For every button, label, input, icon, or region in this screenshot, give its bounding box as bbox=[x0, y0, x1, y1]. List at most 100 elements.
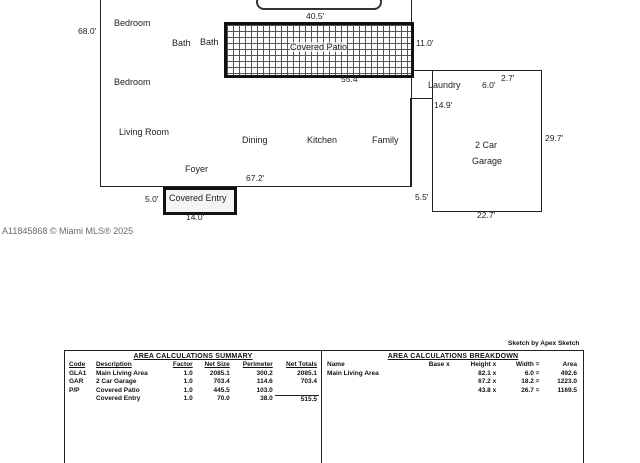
breakdown-section: AREA CALCULATIONS BREAKDOWN Name Base x … bbox=[325, 353, 581, 395]
breakdown-table: Name Base x Height x Width = Area Main L… bbox=[325, 361, 579, 395]
dimension-label: 6.0' bbox=[482, 80, 496, 90]
room-kitchen: Kitchen bbox=[307, 135, 338, 145]
table-cell bbox=[67, 395, 94, 404]
table-row: Covered Entry 1.0 70.0 38.0 515.5 bbox=[67, 394, 319, 404]
covered-entry-area bbox=[163, 187, 237, 215]
panel-divider bbox=[321, 351, 322, 463]
table-cell: Main Living Area bbox=[327, 369, 379, 377]
room-bedroom-2: Bedroom bbox=[114, 77, 151, 87]
summary-header: Net Totals bbox=[286, 361, 317, 368]
table-cell: GAR bbox=[69, 378, 84, 385]
dimension-label: 5.0' bbox=[145, 194, 159, 204]
room-foyer: Foyer bbox=[185, 164, 209, 174]
summary-header: Net Size bbox=[204, 361, 230, 368]
table-cell: 1.0 bbox=[183, 386, 193, 394]
table-cell: Main Living Area bbox=[95, 369, 148, 377]
table-cell: 6.0 = bbox=[524, 369, 540, 377]
breakdown-header: Area bbox=[562, 361, 577, 368]
table-row: Main Living Area 82.1 x 6.0 = 492.6 bbox=[325, 370, 579, 379]
covered-patio-label: Covered Patio bbox=[290, 42, 348, 52]
table-cell: 67.2 x bbox=[478, 378, 497, 385]
summary-header: Description bbox=[95, 361, 132, 368]
dimension-label: 2.7' bbox=[501, 73, 515, 83]
dimension-label: 14.9' bbox=[434, 100, 453, 110]
calculations-panel: AREA CALCULATIONS SUMMARY Code Descripti… bbox=[64, 350, 584, 463]
room-bath-1: Bath bbox=[172, 38, 191, 48]
table-cell: 300.2 bbox=[256, 369, 273, 377]
table-cell: 114.6 bbox=[256, 378, 273, 385]
table-cell: Covered Entry bbox=[95, 395, 141, 403]
room-dining: Dining bbox=[242, 135, 268, 145]
summary-section: AREA CALCULATIONS SUMMARY Code Descripti… bbox=[67, 353, 319, 404]
garage-outline bbox=[432, 70, 542, 212]
table-cell: P/P bbox=[69, 386, 80, 394]
room-bedroom-1: Bedroom bbox=[114, 18, 151, 28]
table-cell: 70.0 bbox=[217, 395, 230, 403]
dimension-label: 5.5' bbox=[415, 192, 429, 202]
table-row: GAR 2 Car Garage 1.0 703.4 114.6 703.4 bbox=[67, 378, 319, 387]
table-cell bbox=[325, 378, 413, 387]
laundry-wall bbox=[410, 98, 433, 187]
dimension-label: 68.0' bbox=[78, 26, 97, 36]
covered-entry-label: Covered Entry bbox=[169, 193, 227, 203]
table-cell: 1.0 bbox=[183, 378, 193, 385]
laundry-top-wall bbox=[410, 70, 433, 99]
sketch-credit: Sketch by Apex Sketch bbox=[508, 340, 580, 347]
summary-header-row: Code Description Factor Net Size Perimet… bbox=[67, 361, 319, 370]
breakdown-header: Width = bbox=[515, 361, 540, 368]
dimension-label: 67.2' bbox=[246, 173, 265, 183]
table-cell: 1.0 bbox=[183, 369, 193, 377]
breakdown-header: Base x bbox=[428, 361, 450, 368]
table-cell: 82.1 x bbox=[478, 369, 497, 377]
table-row: 43.8 x 26.7 = 1169.5 bbox=[325, 387, 579, 396]
table-cell: 2085.1 bbox=[209, 369, 230, 377]
table-cell: 2 Car Garage bbox=[95, 378, 137, 385]
summary-header: Factor bbox=[172, 361, 193, 368]
table-cell: 445.5 bbox=[213, 386, 230, 394]
breakdown-header: Name bbox=[327, 361, 345, 368]
summary-header: Perimeter bbox=[242, 361, 273, 368]
breakdown-title: AREA CALCULATIONS BREAKDOWN bbox=[387, 353, 519, 360]
table-cell: 38.0 bbox=[260, 395, 273, 403]
room-bath-2: Bath bbox=[200, 37, 219, 47]
table-cell bbox=[413, 370, 452, 379]
table-cell: 703.4 bbox=[300, 378, 317, 385]
dimension-label: 11.0' bbox=[416, 38, 434, 48]
room-laundry: Laundry bbox=[428, 80, 461, 90]
room-garage-line2: Garage bbox=[472, 156, 503, 166]
dimension-label: 40.5' bbox=[306, 11, 325, 21]
dimension-label: 22.7' bbox=[477, 210, 496, 220]
room-garage-line1: 2 Car bbox=[475, 140, 498, 150]
table-cell bbox=[413, 378, 452, 387]
table-cell: 515.5 bbox=[274, 394, 319, 404]
dimension-label: 55.4' bbox=[341, 74, 360, 84]
table-cell: 2085.1 bbox=[297, 369, 317, 377]
room-family: Family bbox=[372, 135, 399, 145]
table-cell: 103.0 bbox=[256, 386, 273, 394]
mls-watermark: A11845868 © Miami MLS® 2025 bbox=[2, 226, 134, 236]
table-cell: 1.0 bbox=[183, 395, 193, 403]
table-cell: 43.8 x bbox=[478, 386, 497, 394]
table-cell: 26.7 = bbox=[521, 386, 540, 394]
table-row: GLA1 Main Living Area 1.0 2085.1 300.2 2… bbox=[67, 370, 319, 379]
table-cell bbox=[275, 387, 319, 396]
table-cell bbox=[325, 387, 413, 396]
table-cell: GLA1 bbox=[69, 369, 87, 377]
table-row: 67.2 x 18.2 = 1223.0 bbox=[325, 378, 579, 387]
table-cell: 1169.5 bbox=[557, 386, 577, 394]
dimension-label: 14.0' bbox=[186, 212, 205, 222]
table-cell: 18.2 = bbox=[521, 378, 540, 385]
table-cell bbox=[413, 387, 452, 396]
floor-plan: Covered Patio Covered Entry Bedroom Bath… bbox=[2, 0, 563, 236]
summary-header: Code bbox=[69, 361, 86, 368]
table-cell: 703.4 bbox=[213, 378, 230, 385]
house-outline bbox=[100, 0, 412, 187]
table-cell: 1223.0 bbox=[557, 378, 577, 385]
room-living-room: Living Room bbox=[119, 127, 170, 137]
table-cell: 492.6 bbox=[560, 369, 577, 377]
breakdown-header: Height x bbox=[470, 361, 497, 368]
summary-title: AREA CALCULATIONS SUMMARY bbox=[133, 353, 253, 360]
pool-shape bbox=[256, 0, 382, 10]
table-cell: Covered Patio bbox=[95, 386, 140, 394]
breakdown-header-row: Name Base x Height x Width = Area bbox=[325, 361, 579, 370]
